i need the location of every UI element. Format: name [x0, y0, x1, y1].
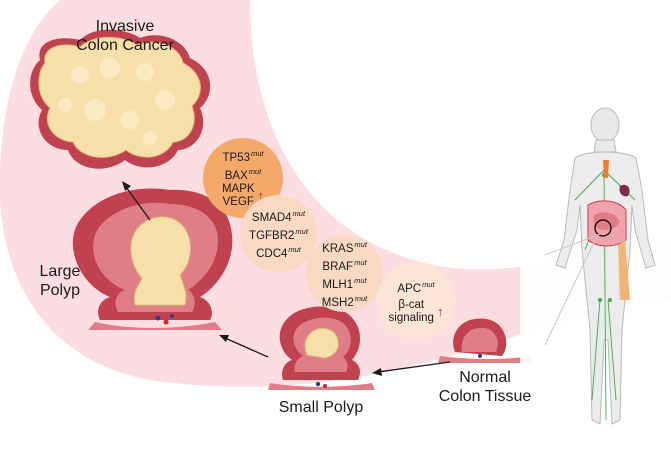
gene-label: BAXmut — [224, 167, 262, 182]
gene-label: APCmut — [397, 279, 435, 295]
progression-arrows — [122, 181, 451, 376]
human-body-icon — [520, 104, 671, 449]
gene-label: CDC4mut — [256, 244, 301, 260]
up-arrow-icon: ↑ — [257, 188, 265, 203]
gene-label: MSH2mut — [321, 293, 368, 309]
label-small-polyp: Small Polyp — [278, 399, 364, 416]
invasive-cancer-mass — [30, 29, 211, 169]
stage-bubble-small-polyp: KRASmut BRAFmut MLH1mut MSH2mut — [306, 235, 383, 312]
large-polyp — [72, 188, 233, 330]
upregulated-label: β-cat — [398, 298, 425, 311]
small-polyp — [268, 306, 375, 390]
normal-colon-tissue — [438, 318, 532, 363]
upregulated-label: MAPK — [221, 183, 255, 195]
gene-label: TGFBR2mut — [249, 226, 308, 242]
label-line: Invasive — [95, 18, 155, 35]
label-normal-colon-tissue: Normal Colon Tissue — [430, 368, 540, 406]
intestine-icon — [587, 200, 627, 247]
upregulated-group: β-cat signaling ↑ — [389, 299, 444, 325]
gene-label: BRAFmut — [322, 257, 367, 273]
label-line: Colon Cancer — [76, 37, 174, 54]
gene-label: MLH1mut — [322, 275, 367, 291]
upregulated-group: MAPK VEGF ↑ — [222, 183, 264, 209]
label-invasive-colon-cancer: Invasive Colon Cancer — [60, 17, 190, 55]
gene-label: KRASmut — [322, 239, 367, 255]
stage-bubble-large-polyp: SMAD4mut TGFBR2mut CDC4mut — [240, 195, 317, 272]
upregulated-label: VEGF — [222, 196, 254, 208]
gene-label: SMAD4mut — [251, 208, 306, 224]
label-line: Colon Tissue — [438, 388, 532, 405]
label-line: Polyp — [39, 282, 81, 299]
label-line: Normal — [459, 369, 511, 386]
label-line: Large — [39, 263, 81, 280]
up-arrow-icon: ↑ — [436, 303, 444, 319]
stage-bubble-normal: APCmut β-cat signaling ↑ — [377, 262, 455, 340]
upregulated-label: signaling — [388, 311, 434, 324]
label-large-polyp: Large Polyp — [30, 262, 90, 300]
gene-label: TP53mut — [222, 149, 264, 164]
